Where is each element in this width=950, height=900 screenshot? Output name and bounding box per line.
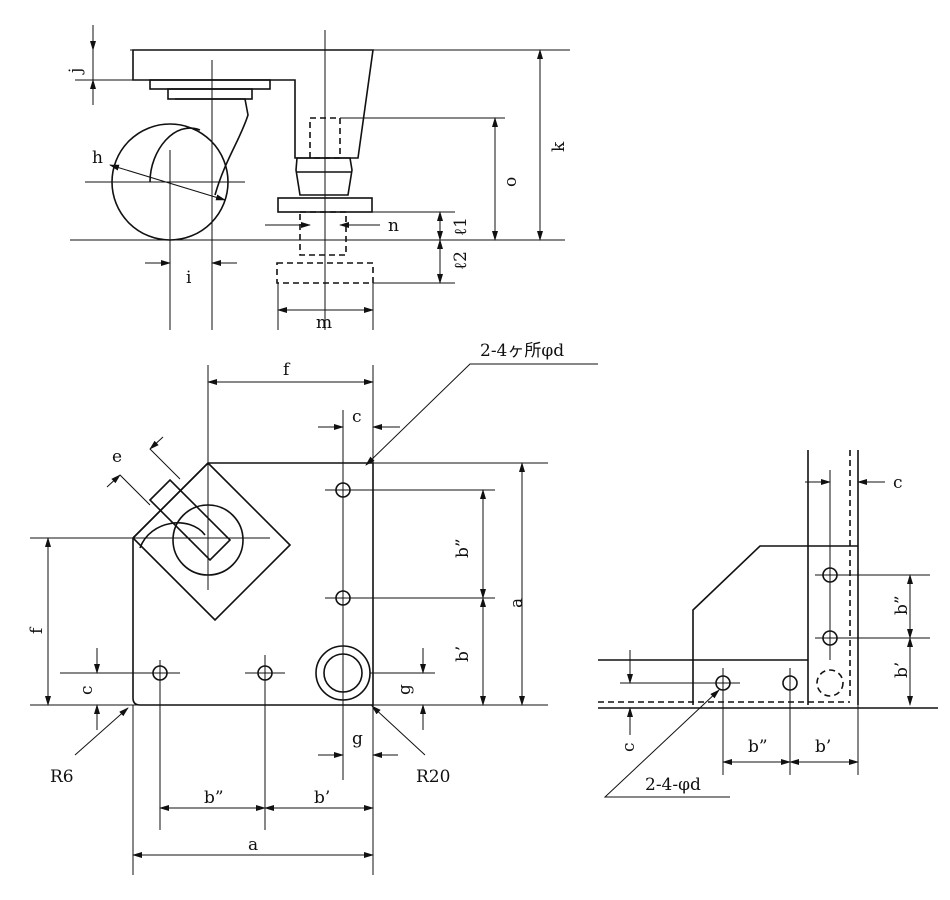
dim-f-top: f (283, 360, 291, 380)
leveling-pad-hidden (276, 262, 374, 284)
dim-l2: ℓ2 (451, 251, 471, 270)
dim-l1: ℓ1 (451, 217, 471, 236)
dim-b2-bottom: b” (204, 788, 224, 808)
corner-dim-b2-bottom: b” (748, 737, 768, 757)
radius-r20: R20 (416, 767, 450, 787)
corner-hole-callout: 2-4-φd (645, 775, 701, 795)
corner-dim-b2: b” (892, 595, 912, 615)
dim-c-left: c (77, 685, 97, 695)
corner-view: c b” b’ c b” b’ 2-4-φd (598, 450, 938, 798)
dim-i: i (186, 268, 192, 288)
corner-dim-b1: b’ (892, 662, 912, 678)
dim-g-right: g (395, 684, 415, 695)
dim-f-left: f (27, 626, 47, 634)
top-plate (132, 49, 374, 159)
base-plate (132, 462, 374, 706)
side-view: j h i k o n ℓ1 ℓ2 m (66, 25, 570, 333)
corner-holes (715, 567, 844, 697)
dim-c-top: c (352, 407, 362, 427)
caster-mount (149, 79, 271, 90)
dim-j: j (66, 68, 86, 75)
dim-m: m (316, 313, 332, 333)
caster-plate-outline (692, 545, 858, 705)
plan-view: 2-4ヶ所φd f c e b” b’ a f c g g R6 R20 b” … (27, 341, 598, 875)
dim-b2-right: b” (453, 538, 473, 558)
corner-dim-c-left: c (619, 742, 639, 752)
dim-n: n (388, 216, 399, 236)
hex-nut (295, 157, 353, 196)
dim-g-bottom: g (352, 729, 363, 749)
dim-b1-bottom: b’ (314, 788, 330, 808)
hole-callout: 2-4ヶ所φd (480, 341, 564, 361)
radius-r6: R6 (50, 767, 74, 787)
dim-k: k (549, 141, 569, 152)
dim-o: o (501, 177, 521, 187)
corner-dim-b1-bottom: b’ (815, 737, 831, 757)
caster-wheel-plan (148, 478, 232, 562)
dim-e: e (112, 447, 122, 467)
dim-h: h (92, 148, 103, 168)
corner-dim-c-top: c (893, 473, 903, 493)
dim-a-bottom: a (248, 835, 258, 855)
dim-a-right: a (507, 598, 527, 608)
mounting-holes (152, 482, 351, 681)
caster-swivel-outline (131, 461, 292, 622)
dim-b1-right: b’ (453, 646, 473, 662)
